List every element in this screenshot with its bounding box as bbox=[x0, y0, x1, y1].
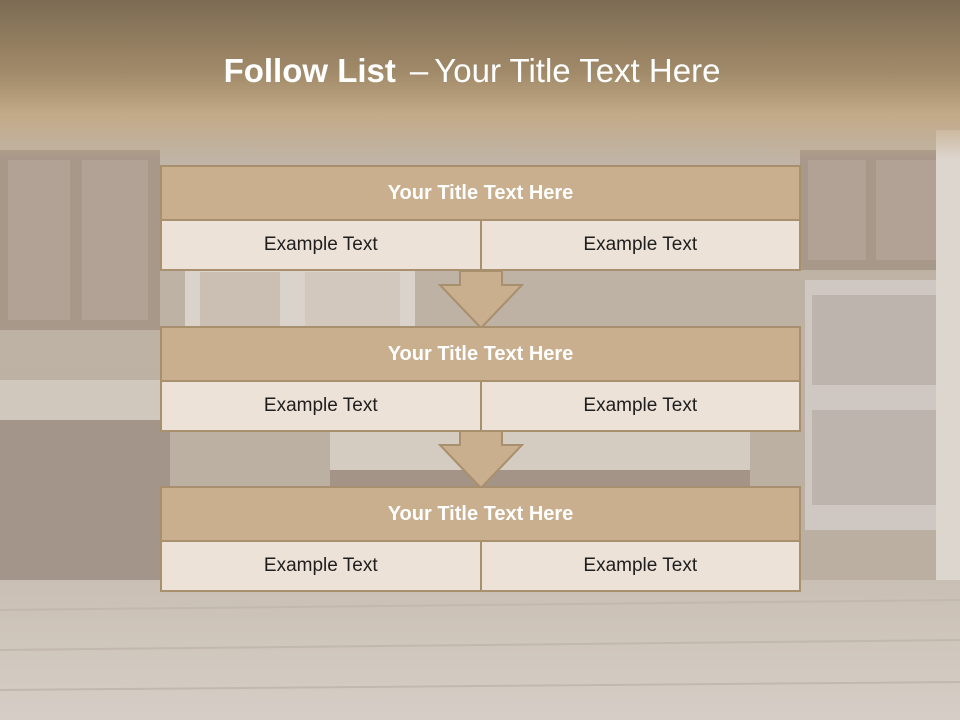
block-title: Your Title Text Here bbox=[160, 486, 801, 542]
list-block: Your Title Text Here Example Text Exampl… bbox=[160, 326, 801, 432]
block-row: Example Text Example Text bbox=[160, 382, 801, 432]
block-cell: Example Text bbox=[481, 542, 801, 592]
header-band bbox=[0, 0, 960, 160]
block-cell: Example Text bbox=[160, 221, 482, 271]
list-block: Your Title Text Here Example Text Exampl… bbox=[160, 165, 801, 271]
block-title: Your Title Text Here bbox=[160, 326, 801, 382]
block-cell: Example Text bbox=[481, 382, 801, 432]
down-arrow-icon bbox=[438, 271, 524, 329]
block-title: Your Title Text Here bbox=[160, 165, 801, 221]
block-cell: Example Text bbox=[160, 542, 482, 592]
slide-title-bold: Follow List bbox=[223, 52, 396, 89]
slide-title-separator: – bbox=[409, 52, 429, 89]
down-arrow-icon bbox=[438, 431, 524, 489]
block-row: Example Text Example Text bbox=[160, 542, 801, 592]
slide-title: Follow List–Your Title Text Here bbox=[0, 52, 944, 90]
list-block: Your Title Text Here Example Text Exampl… bbox=[160, 486, 801, 592]
block-row: Example Text Example Text bbox=[160, 221, 801, 271]
block-cell: Example Text bbox=[481, 221, 801, 271]
block-cell: Example Text bbox=[160, 382, 482, 432]
slide-title-rest: Your Title Text Here bbox=[434, 52, 721, 89]
